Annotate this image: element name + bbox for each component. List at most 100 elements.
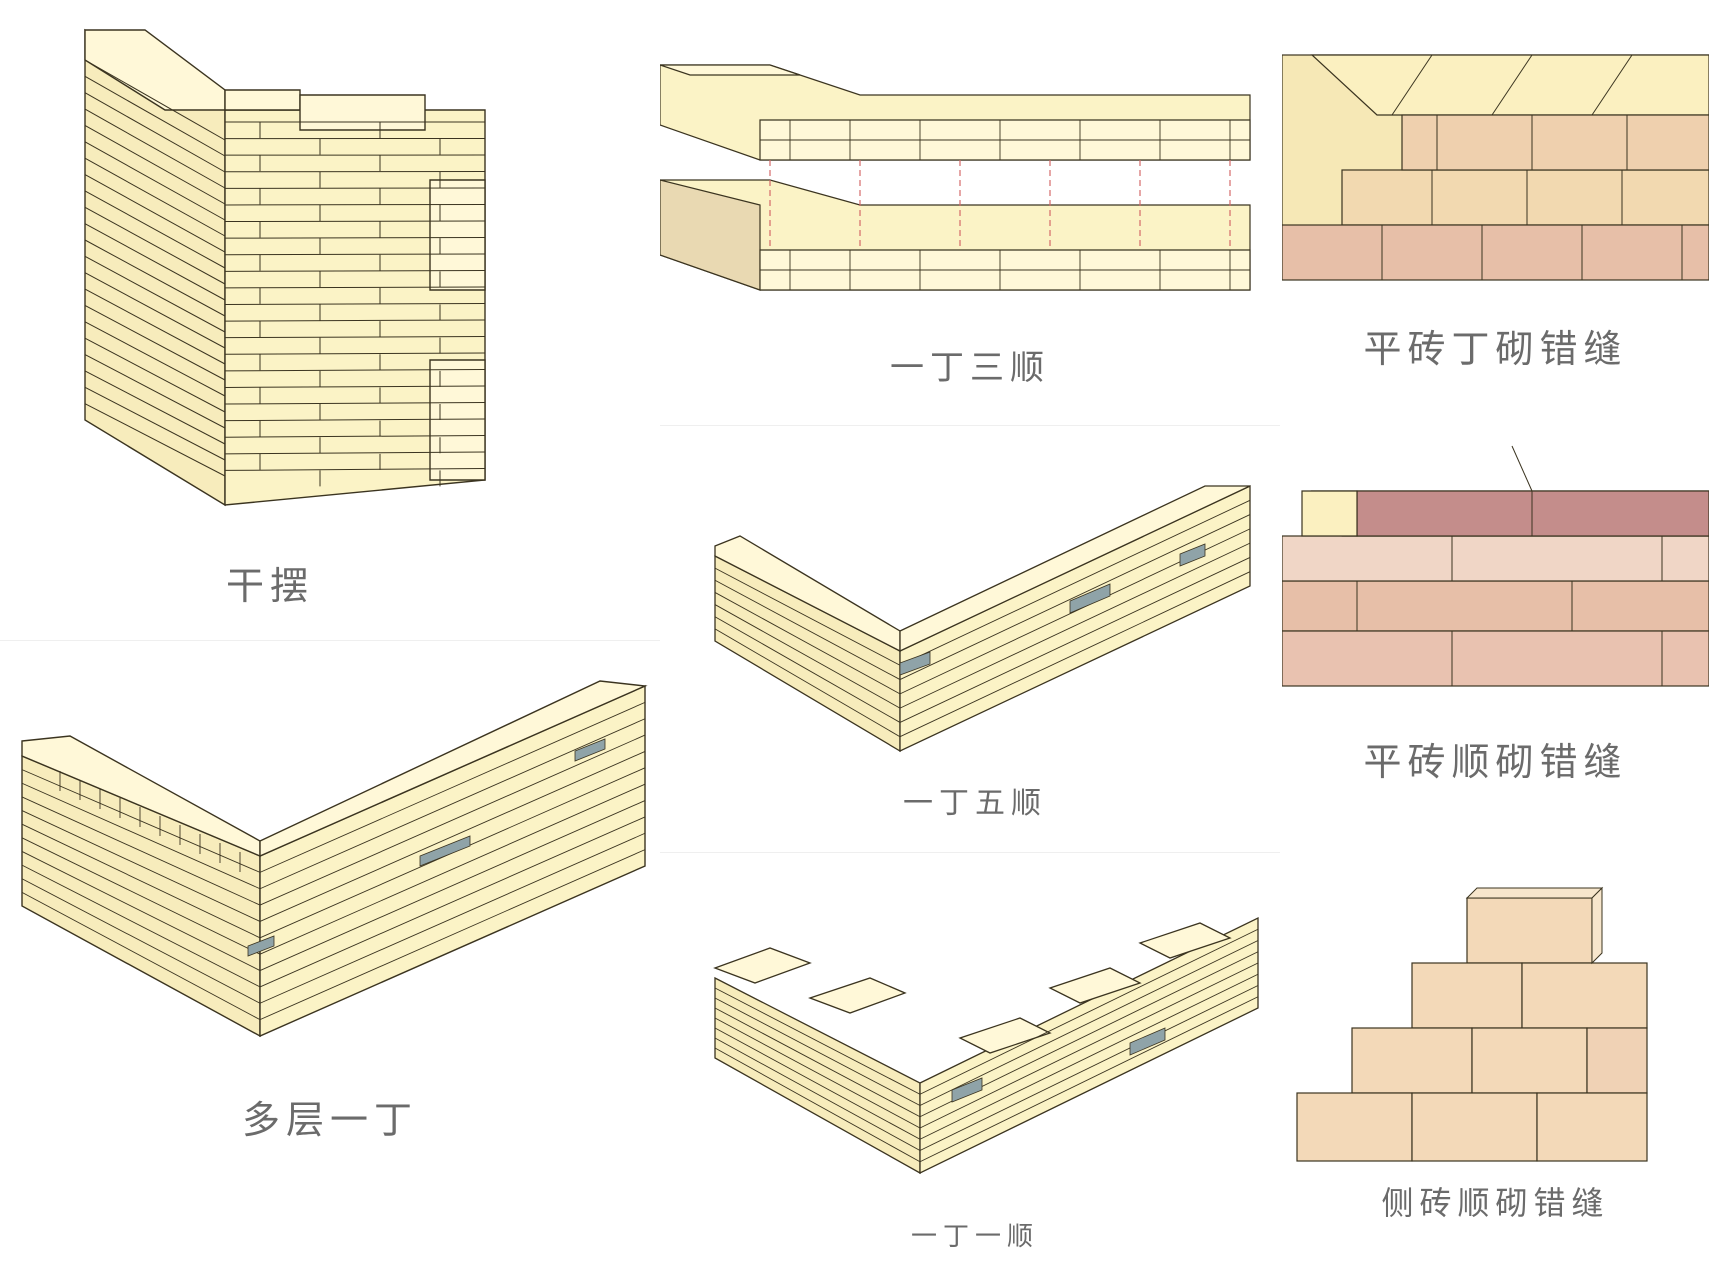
course-line <box>899 542 1251 709</box>
course-line <box>84 125 226 205</box>
caption-gan-bai: 干摆 <box>225 564 314 608</box>
course-line <box>224 468 486 471</box>
caption-yi-ding-wu-shun: 一丁五顺 <box>903 786 1047 821</box>
course-line <box>259 800 646 971</box>
course-line <box>21 796 261 906</box>
course-line <box>714 567 901 666</box>
course-line <box>714 1007 921 1118</box>
course-line <box>224 319 486 322</box>
yi-ding-yi-shun-illustration <box>713 916 1259 1175</box>
course-line <box>224 435 486 438</box>
ping-zhuan-shun-qi-illustration <box>1282 445 1709 687</box>
yi-ding-wu-shun-illustration <box>714 484 1251 753</box>
divider-middle-2 <box>660 852 1280 853</box>
panel-gan-bai: 干摆 <box>0 0 660 640</box>
course-line <box>21 851 261 971</box>
course-line <box>84 223 226 301</box>
ping-zhuan-ding-qi-illustration <box>1282 54 1709 281</box>
course-line <box>84 190 226 269</box>
course-line <box>84 75 226 157</box>
top-joint <box>1491 54 1533 116</box>
course-line <box>84 206 226 285</box>
panel-ce-zhuan-shun-qi: 侧砖顺砌错缝 <box>1282 853 1709 1280</box>
course-line <box>259 734 646 906</box>
caption-ping-zhuan-ding-qi: 平砖丁砌错缝 <box>1363 327 1628 371</box>
course-line <box>84 272 226 349</box>
course-line <box>259 849 646 1021</box>
course-line <box>224 418 486 422</box>
course-line <box>919 962 1259 1129</box>
course-line <box>21 878 261 1004</box>
course-line <box>224 402 486 405</box>
course-line <box>84 354 226 429</box>
course-line <box>84 59 226 141</box>
course-line <box>224 369 486 372</box>
panel-yi-ding-wu-shun: 一丁五顺 <box>660 426 1280 852</box>
ce-zhuan-shun-qi-illustration <box>1296 886 1648 1162</box>
course-line <box>21 864 261 988</box>
course-line <box>224 451 486 455</box>
course-line <box>21 823 261 939</box>
course-line <box>84 370 226 445</box>
course-line <box>899 499 1251 666</box>
top-joint <box>1511 445 1533 492</box>
course-line <box>919 928 1259 1095</box>
course-line <box>919 996 1259 1163</box>
course-line <box>84 174 226 253</box>
course-line <box>714 1027 921 1140</box>
course-line <box>919 940 1259 1106</box>
caption-ce-zhuan-shun-qi: 侧砖顺砌错缝 <box>1381 1184 1610 1222</box>
yi-ding-san-shun-illustration <box>660 64 1251 291</box>
course-line <box>224 303 486 305</box>
course-line <box>21 782 261 890</box>
caption-yi-ding-san-shun: 一丁三顺 <box>890 348 1050 388</box>
course-line <box>259 832 646 1004</box>
course-line <box>21 837 261 955</box>
course-line <box>259 701 646 873</box>
course-line <box>714 604 901 709</box>
course-line <box>84 92 226 173</box>
course-line <box>714 616 901 723</box>
course-line <box>714 997 921 1106</box>
course-line <box>21 810 261 922</box>
course-line <box>224 270 486 272</box>
course-line <box>899 571 1251 738</box>
panel-ping-zhuan-ding-qi: 平砖丁砌错缝 <box>1282 0 1709 425</box>
course-line <box>84 305 226 381</box>
course-line <box>224 336 486 339</box>
course-line <box>84 255 226 333</box>
course-line <box>899 514 1251 680</box>
course-line <box>919 973 1259 1140</box>
course-line <box>714 592 901 695</box>
course-line <box>259 783 646 955</box>
course-line <box>259 816 646 988</box>
course-line <box>84 337 226 413</box>
course-line <box>224 253 486 256</box>
course-line <box>21 891 261 1021</box>
course-line <box>84 403 226 477</box>
course-line <box>714 1037 921 1151</box>
course-line <box>84 108 226 189</box>
course-line <box>84 239 226 317</box>
course-line <box>714 1047 921 1163</box>
panel-ping-zhuan-shun-qi: 平砖顺砌错缝 <box>1282 426 1709 852</box>
course-line <box>899 557 1251 723</box>
course-line <box>224 237 486 239</box>
caption-ping-zhuan-shun-qi: 平砖顺砌错缝 <box>1363 740 1628 784</box>
course-line <box>714 579 901 680</box>
top-joint <box>1591 54 1633 116</box>
course-line <box>919 985 1259 1151</box>
panel-yi-ding-yi-shun: 一丁一顺 <box>660 853 1280 1280</box>
course-line <box>224 385 486 388</box>
course-line <box>714 628 901 738</box>
course-line <box>224 220 486 223</box>
course-line <box>714 987 921 1095</box>
caption-yi-ding-yi-shun: 一丁一顺 <box>910 1222 1039 1252</box>
course-line <box>84 141 226 221</box>
duo-ceng-yi-ding-illustration <box>21 680 648 1038</box>
course-line <box>714 1017 921 1129</box>
divider-left <box>0 640 660 641</box>
gan-bai-illustration <box>84 28 486 507</box>
panel-yi-ding-san-shun: 一丁三顺 <box>660 0 1280 425</box>
course-line <box>84 157 226 237</box>
